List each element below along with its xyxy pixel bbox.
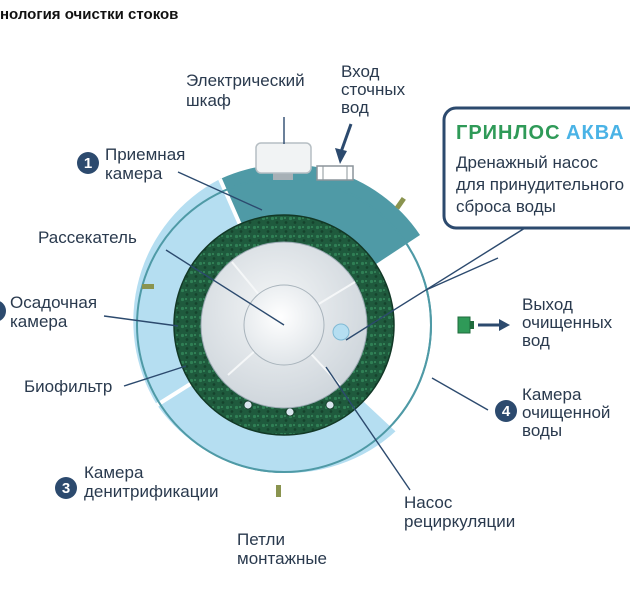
electric-cabinet-label: Электрический шкаф xyxy=(186,71,309,110)
inlet-arrow-icon xyxy=(339,123,353,153)
clean-chamber-label: Камера очищенной воды xyxy=(522,385,615,440)
svg-text:4: 4 xyxy=(502,403,511,420)
recirculation-pump-icon xyxy=(332,323,350,341)
inlet-arrowhead-icon xyxy=(335,148,347,164)
settling-chamber-label: Осадочная камера xyxy=(10,293,102,331)
svg-text:3: 3 xyxy=(62,480,70,497)
badge-4: 4 xyxy=(495,400,517,422)
page-title: нология очистки стоков xyxy=(0,6,179,23)
badge-1: 1 xyxy=(77,152,99,174)
biofilter-label: Биофильтр xyxy=(24,377,112,396)
badge-2: 2 xyxy=(0,301,6,321)
pump-box-line-1: Дренажный насос xyxy=(456,153,598,172)
pump-box-line-2: для принудительного xyxy=(456,175,624,194)
outlet-pipe-icon xyxy=(457,316,474,334)
mounting-loop-icon xyxy=(142,196,406,497)
recirculation-pump-label: Насос рециркуляции xyxy=(404,493,515,531)
electric-cabinet-icon xyxy=(255,142,312,180)
leader-lines xyxy=(103,117,499,491)
diffuser-label: Рассекатель xyxy=(38,228,137,247)
outlet-label: Выход очищенных вод xyxy=(522,295,617,350)
denitrification-chamber-label: Камера денитрификации xyxy=(84,463,218,501)
inlet-label: Вход сточных вод xyxy=(341,62,410,117)
svg-text:1: 1 xyxy=(84,155,92,172)
pump-box-line-3: сброса воды xyxy=(456,197,556,216)
receiving-chamber-label: Приемная камера xyxy=(105,145,190,183)
inlet-pipe-icon xyxy=(316,165,354,181)
mounting-loops-label: Петли монтажные xyxy=(237,530,327,568)
outlet-arrowhead-icon xyxy=(499,319,510,331)
badge-3: 3 xyxy=(55,477,77,499)
